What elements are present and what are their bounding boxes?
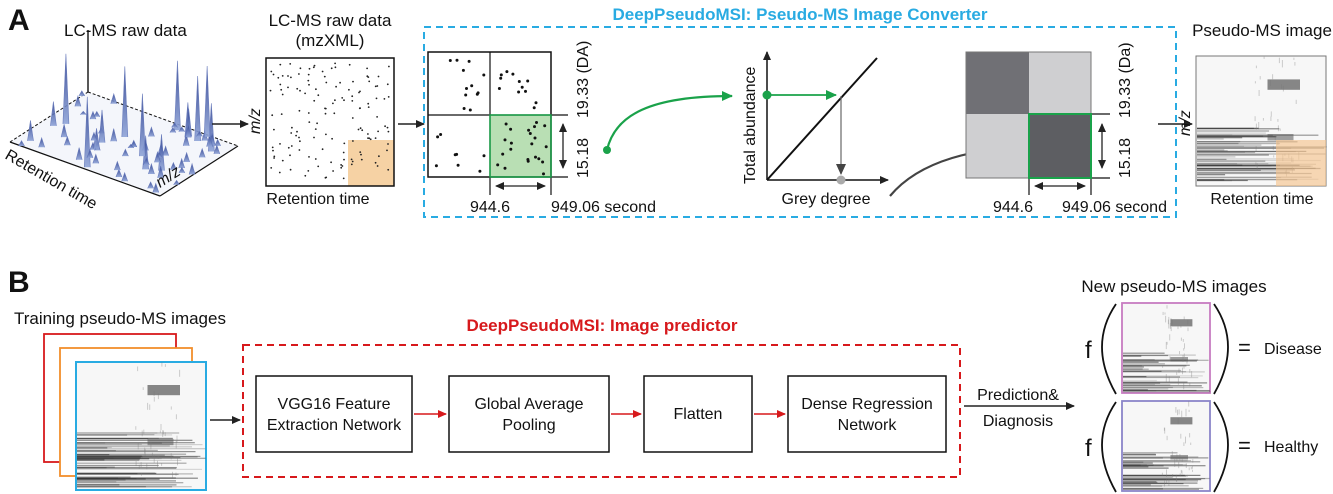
grey-level-grid — [965, 51, 1110, 195]
result-1-label: Disease — [1264, 341, 1322, 358]
mzxml-title-line2: (mzXML) — [296, 31, 365, 50]
new-images-title: New pseudo-MS images — [1081, 277, 1266, 296]
result-2-eq: = — [1238, 433, 1251, 458]
pseudo-ms-image — [1195, 55, 1327, 187]
raw-3d-plot: Retention time m/z — [2, 30, 239, 213]
raw-peaks — [18, 53, 221, 193]
transfer-y-axis-label: Total abundance — [742, 66, 759, 184]
grid-rt-low: 944.6 — [470, 199, 510, 216]
result-2-label: Healthy — [1264, 439, 1318, 456]
mzxml-highlight-region — [348, 140, 394, 186]
step-4-line1: Dense Regression — [801, 396, 933, 413]
converter-title: DeepPseudoMSI: Pseudo-MS Image Converter — [612, 5, 987, 24]
predictor-title: DeepPseudoMSI: Image predictor — [466, 316, 737, 335]
bin-grid-points — [434, 58, 548, 176]
raw-data-title: LC-MS raw data — [64, 21, 187, 40]
predictor-box — [242, 344, 961, 478]
pipeline-step-flatten: Flatten — [643, 375, 753, 453]
pipeline-step-gap: Global Average Pooling — [448, 375, 610, 453]
transfer-plot: Total abundance Grey degree — [742, 51, 889, 208]
converter-box — [423, 26, 1177, 218]
output-title: Pseudo-MS image — [1192, 21, 1332, 40]
output-x-axis-label: Retention time — [1210, 191, 1313, 208]
grid-rt-high: 949.06 second — [551, 199, 656, 216]
prediction-label-line1: Prediction& — [977, 387, 1059, 404]
pipeline-step-vgg16: VGG16 Feature Extraction Network — [255, 375, 413, 453]
panel-a-letter: A — [8, 4, 30, 37]
step-3-line1: Flatten — [674, 406, 723, 423]
step-4-line2: Network — [838, 417, 898, 434]
transfer-x-axis-label: Grey degree — [782, 191, 871, 208]
result-1-fn: f — [1085, 337, 1092, 364]
output-y-axis-label: m/z — [1177, 110, 1194, 136]
mzxml-title-line1: LC-MS raw data — [269, 11, 392, 30]
result-disease: f = Disease — [1085, 302, 1322, 395]
result-2-fn: f — [1085, 435, 1092, 462]
step-1-line2: Extraction Network — [267, 417, 402, 434]
grey-grid-rt-low: 944.6 — [993, 199, 1033, 216]
step-2-line1: Global Average — [474, 396, 583, 413]
training-image-frame-3 — [75, 361, 207, 491]
mzxml-x-axis-label: Retention time — [266, 191, 369, 208]
arrow-abundance-to-transfer — [605, 91, 733, 151]
pipeline-step-dense: Dense Regression Network — [787, 375, 947, 453]
panel-b-letter: B — [8, 266, 30, 299]
mzxml-scatter-plot — [265, 57, 395, 187]
mzxml-y-axis-label: m/z — [247, 108, 264, 134]
grey-grid-mz-high: 19.33 (Da) — [1117, 42, 1134, 118]
training-title: Training pseudo-MS images — [14, 309, 226, 328]
mzxml-points — [269, 62, 390, 180]
result-healthy: f = Healthy — [1085, 400, 1318, 493]
result-1-eq: = — [1238, 335, 1251, 360]
grey-grid-rt-high: 949.06 second — [1062, 199, 1167, 216]
grid-highlight-cell — [490, 115, 551, 177]
prediction-label-line2: Diagnosis — [983, 413, 1053, 430]
training-image-stack — [43, 333, 207, 491]
grid-mz-high: 19.33 (DA) — [575, 41, 592, 118]
step-2-line2: Pooling — [502, 417, 555, 434]
grid-mz-low: 15.18 — [575, 138, 592, 178]
grey-grid-mz-low: 15.18 — [1117, 138, 1134, 178]
step-1-line1: VGG16 Feature — [278, 396, 391, 413]
